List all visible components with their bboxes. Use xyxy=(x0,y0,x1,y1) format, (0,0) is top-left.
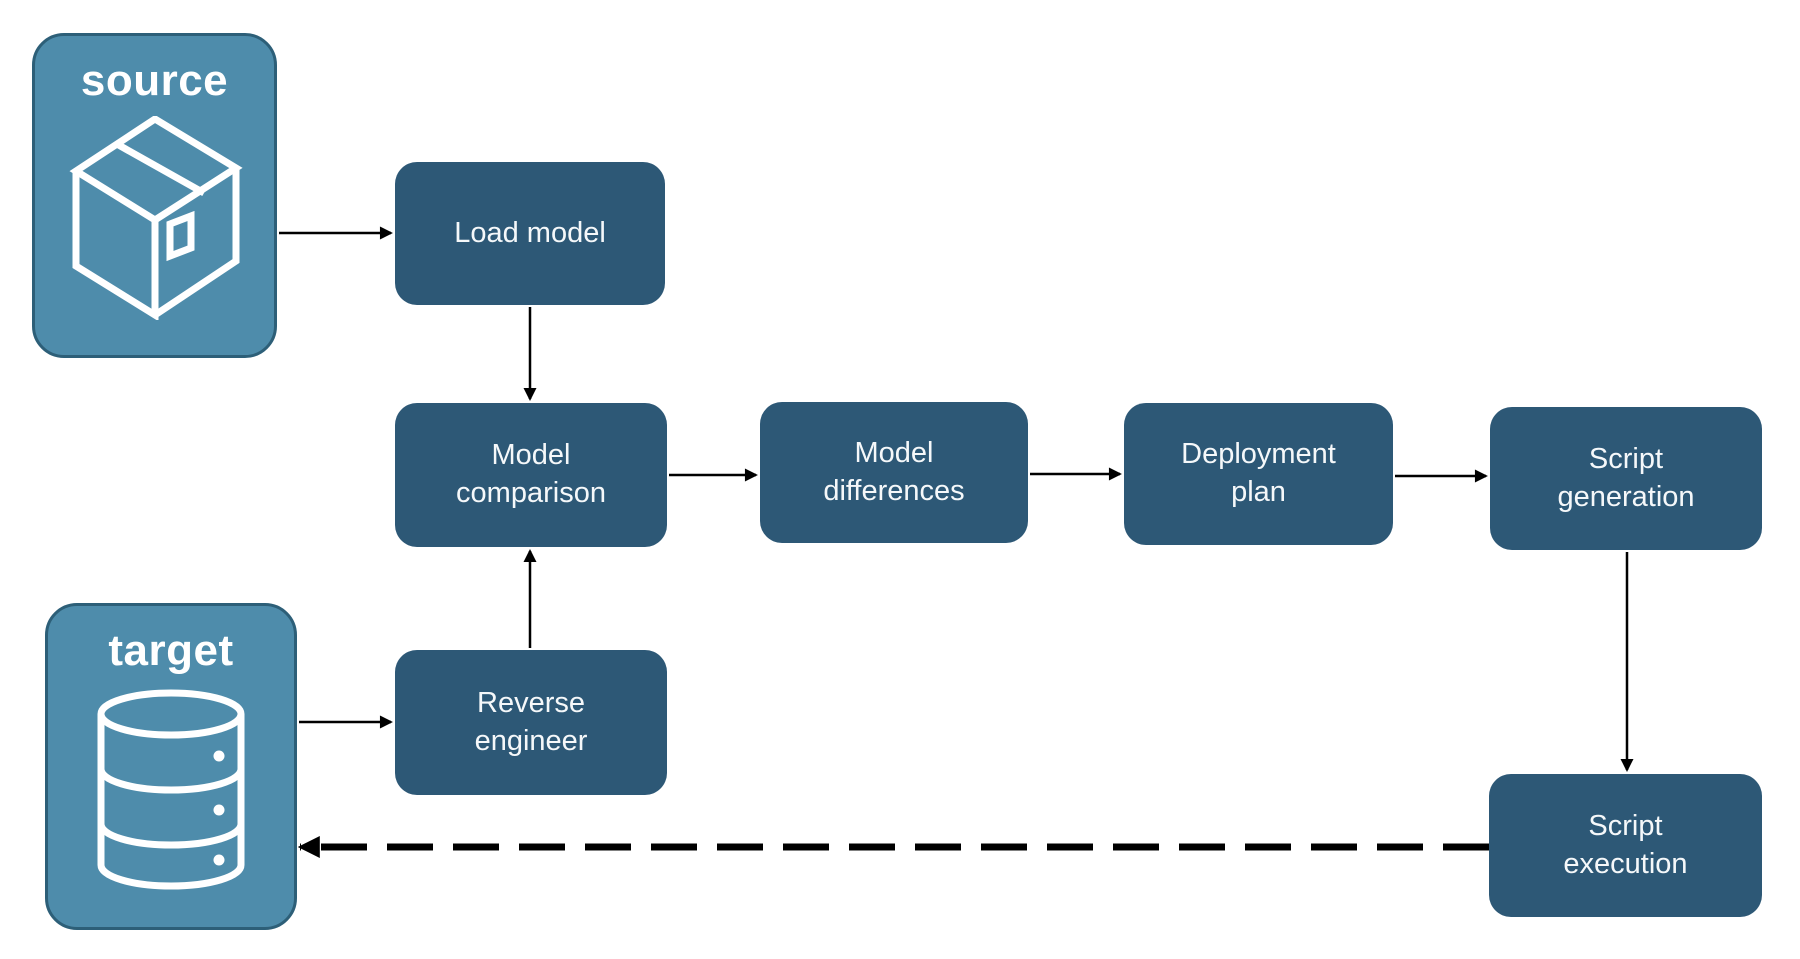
node-reverse-engineer: Reverse engineer xyxy=(395,650,667,795)
endpoint-target: target xyxy=(45,603,297,930)
node-model-differences: Model differences xyxy=(760,402,1028,543)
node-script-execution-label: Script execution xyxy=(1563,809,1688,880)
node-deployment-plan: Deployment plan xyxy=(1124,403,1393,545)
endpoint-source-label: source xyxy=(80,56,229,105)
node-model-comparison-label: Model comparison xyxy=(456,439,606,509)
node-script-execution: Script execution xyxy=(1489,774,1762,917)
node-load-model: Load model xyxy=(395,162,665,305)
node-model-differences-label: Model differences xyxy=(823,436,965,507)
database-icon xyxy=(97,689,245,890)
node-reverse-engineer-label: Reverse engineer xyxy=(474,686,588,757)
node-script-generation-label: Script generation xyxy=(1557,442,1695,513)
endpoint-target-label: target xyxy=(108,626,234,675)
node-model-comparison: Model comparison xyxy=(395,403,667,547)
package-icon xyxy=(69,116,243,320)
node-load-model-label: Load model xyxy=(454,216,606,249)
node-script-generation: Script generation xyxy=(1490,407,1762,550)
node-deployment-plan-label: Deployment plan xyxy=(1181,438,1336,508)
endpoint-source: source xyxy=(32,33,277,358)
